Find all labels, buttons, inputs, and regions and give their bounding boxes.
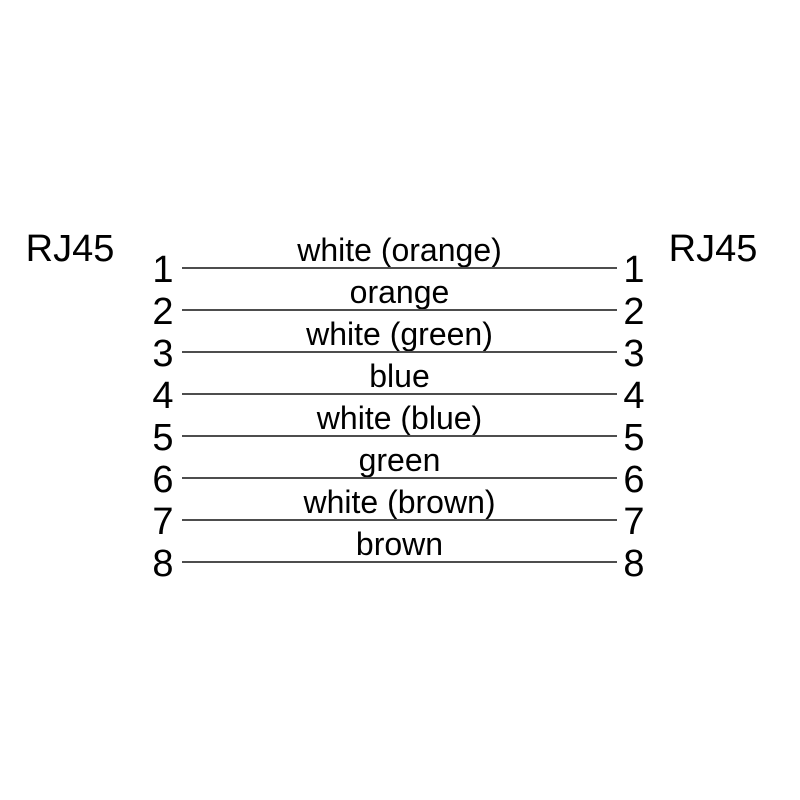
pin-number-right: 6 — [623, 459, 645, 501]
wire-connection-line — [182, 519, 617, 521]
pin-number-left: 4 — [152, 375, 174, 417]
wire-color-label: white (orange) — [297, 232, 502, 268]
pin-number-left: 1 — [152, 249, 174, 291]
wire-color-label: green — [358, 442, 441, 478]
pin-number-left: 6 — [152, 459, 174, 501]
left-connector-label: RJ45 — [25, 228, 115, 270]
wire-connection-line — [182, 309, 617, 311]
wire-connection-line — [182, 435, 617, 437]
pin-number-right: 5 — [623, 417, 645, 459]
pin-number-right: 2 — [623, 291, 645, 333]
wire-connection-line — [182, 477, 617, 479]
wire-color-label: white (brown) — [303, 484, 496, 520]
pin-number-left: 2 — [152, 291, 174, 333]
pin-number-right: 8 — [623, 543, 645, 585]
wire-connection-line — [182, 267, 617, 269]
pin-number-right: 4 — [623, 375, 645, 417]
wire-color-label: white (green) — [306, 316, 493, 352]
pin-number-left: 7 — [152, 501, 174, 543]
pin-number-right: 3 — [623, 333, 645, 375]
wire-color-label: white (blue) — [316, 400, 483, 436]
wire-color-label: blue — [369, 358, 430, 394]
wire-connection-line — [182, 561, 617, 563]
wire-color-label: orange — [349, 274, 450, 310]
wire-connection-line — [182, 351, 617, 353]
wire-color-label: brown — [355, 526, 444, 562]
right-connector-label: RJ45 — [668, 228, 758, 270]
wire-connection-line — [182, 393, 617, 395]
pin-number-left: 8 — [152, 543, 174, 585]
pin-number-left: 5 — [152, 417, 174, 459]
pin-number-right: 7 — [623, 501, 645, 543]
pin-number-right: 1 — [623, 249, 645, 291]
pin-number-left: 3 — [152, 333, 174, 375]
